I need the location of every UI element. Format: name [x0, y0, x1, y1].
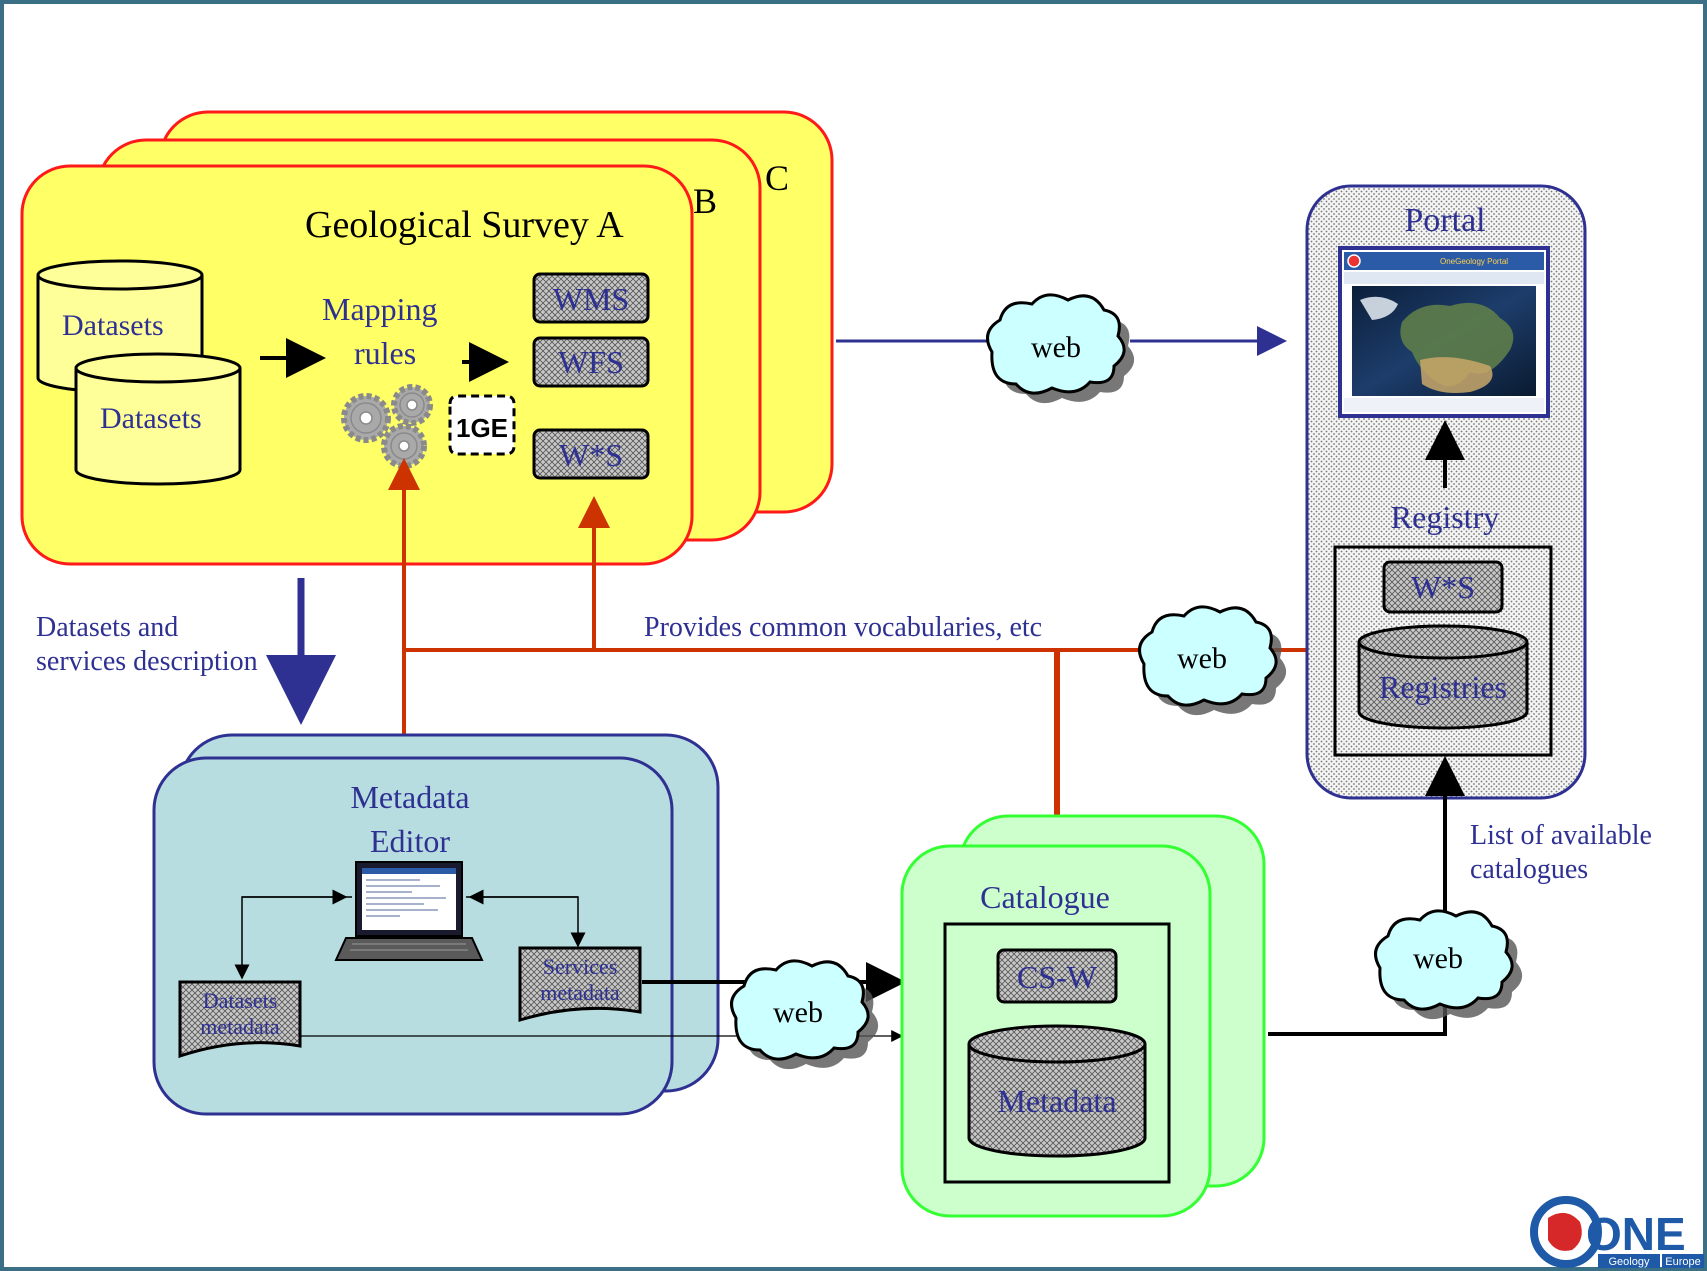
provides-vocabularies-label: Provides common vocabularies, etc: [644, 612, 1042, 643]
survey-c-label: C: [765, 158, 789, 198]
logo-name: ONE: [1586, 1208, 1686, 1260]
geological-survey-group: C B Geological Survey A Datasets Dataset…: [20, 110, 834, 566]
onege-badge-label: 1GE: [456, 413, 508, 443]
mapping-rules-line2: rules: [354, 335, 416, 371]
portal-panel: Portal OneGeology Portal Registry W*S Re…: [1305, 184, 1587, 800]
wfs-service: WFS: [532, 336, 650, 388]
survey-a-title: Geological Survey A: [305, 204, 624, 246]
datasets-services-line2: services description: [36, 646, 258, 677]
registries-db: Registries: [1357, 624, 1529, 730]
portal-screenshot: OneGeology Portal: [1338, 246, 1550, 418]
wxs-label: W*S: [559, 437, 623, 473]
datasets-metadata-line2: metadata: [200, 1014, 280, 1039]
onege-badge: 1GE: [448, 394, 516, 456]
available-catalogues-line2: catalogues: [1470, 854, 1588, 885]
web-cloud-middle: web: [1138, 605, 1287, 716]
portal-screenshot-header: OneGeology Portal: [1440, 257, 1508, 266]
metadata-db: Metadata: [967, 1024, 1147, 1158]
editor-title-line2: Editor: [370, 823, 450, 859]
logo-sub-geology: Geology: [1609, 1256, 1650, 1268]
available-catalogues-line1: List of available: [1470, 820, 1652, 851]
registry-wxs-service: W*S: [1382, 560, 1504, 614]
mapping-rules-line1: Mapping: [322, 291, 438, 327]
web-label-top: web: [1031, 331, 1081, 364]
web-cloud-right: web: [1374, 909, 1523, 1020]
laptop-icon: [334, 861, 484, 961]
portal-title: Portal: [1404, 202, 1485, 239]
services-metadata-line2: metadata: [540, 980, 620, 1005]
datasets-metadata-doc: Datasets metadata: [178, 980, 302, 1059]
datasets-label-1: Datasets: [62, 309, 164, 342]
web-label-right: web: [1413, 942, 1463, 975]
datasets-services-line1: Datasets and: [36, 612, 178, 643]
editor-title-line1: Metadata: [350, 779, 469, 815]
registry-label: Registry: [1391, 499, 1499, 535]
metadata-editor-group: Metadata Editor Services metadata Da: [152, 733, 720, 1116]
metadata-db-label: Metadata: [997, 1083, 1116, 1119]
csw-label: CS-W: [1017, 959, 1098, 995]
gears-icon: [341, 384, 433, 469]
registries-label: Registries: [1379, 669, 1507, 705]
logo-sub-europe: Europe: [1665, 1256, 1700, 1268]
datasets-metadata-line1: Datasets: [203, 988, 278, 1013]
registry-wxs-label: W*S: [1411, 569, 1475, 605]
services-metadata-line1: Services: [543, 954, 618, 979]
onegeology-europe-logo: ONE Geology Europe: [1530, 1196, 1704, 1268]
services-metadata-doc: Services metadata: [518, 946, 642, 1023]
catalogue-title: Catalogue: [980, 879, 1110, 915]
csw-service: CS-W: [996, 948, 1118, 1004]
web-cloud-bottom: web: [730, 959, 879, 1070]
catalogue-group: Catalogue CS-W Metadata: [900, 814, 1266, 1218]
datasets-label-2: Datasets: [100, 402, 202, 435]
survey-b-label: B: [693, 181, 717, 221]
wxs-service: W*S: [532, 428, 650, 480]
web-label-middle: web: [1177, 642, 1227, 675]
web-cloud-top: web: [986, 293, 1135, 404]
wms-service: WMS: [532, 272, 650, 324]
wms-label: WMS: [553, 281, 629, 317]
web-label-bottom: web: [773, 996, 823, 1029]
vocabulary-lines: [388, 458, 1310, 818]
editor-connectors: [234, 889, 586, 980]
datasets-db-2: Datasets: [74, 352, 242, 486]
wfs-label: WFS: [558, 344, 624, 380]
